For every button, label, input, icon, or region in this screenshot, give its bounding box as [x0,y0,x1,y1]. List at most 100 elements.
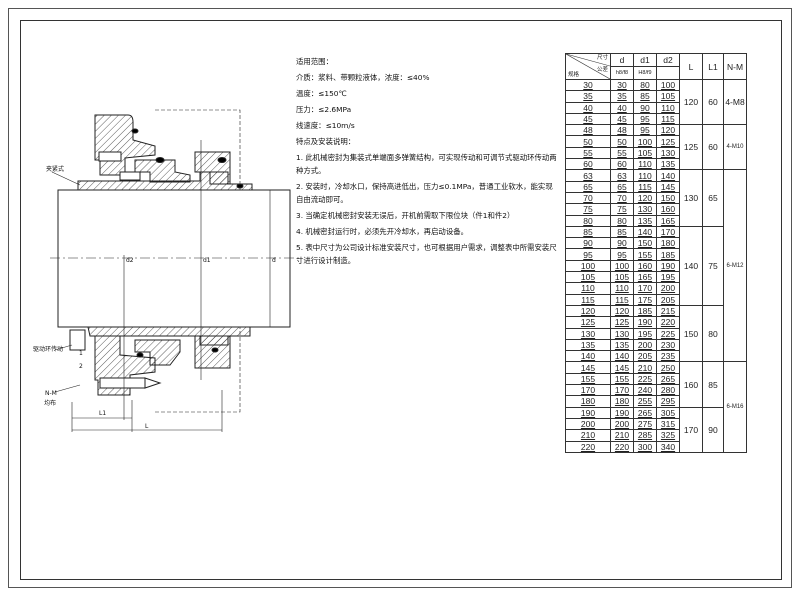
d2-dimension: d2 [126,257,134,264]
d2-cell: 115 [656,112,680,126]
d-cell: 100 [610,259,634,273]
d1-cell: 225 [633,372,657,386]
technical-notes: 适用范围： 介质：浆料、带颗粒液体，浓度：≤40% 温度：≤150℃ 压力：≤2… [296,55,558,270]
spec-cell: 48 [565,124,611,137]
d-cell: 140 [610,350,634,363]
spec-cell: 110 [565,282,611,295]
d2-cell: 120 [656,124,680,137]
d2-cell: 145 [656,180,680,193]
nm-cell: 6-M12 [723,169,747,363]
d-cell: 125 [610,316,634,329]
d1-cell: 240 [633,384,657,397]
L-cell: 125 [679,124,703,171]
d2-cell: 165 [656,214,680,227]
d2-cell: 250 [656,361,680,374]
spec-cell: 130 [565,327,611,340]
spec-cell: 135 [565,338,611,352]
d-cell: 55 [610,146,634,160]
spec-cell: 105 [565,271,611,284]
d-cell: 130 [610,327,634,340]
d1-cell: 170 [633,282,657,295]
d2-cell: 105 [656,90,680,103]
d-cell: 85 [610,225,634,239]
L-cell: 170 [679,406,703,453]
note-item: 1. 此机械密封为集装式单端面多弹簧结构，可实现传动和可调节式驱动环传动两种方式… [296,153,557,175]
header-d: d [610,53,634,67]
spec-cell: 180 [565,395,611,408]
d-cell: 48 [610,124,634,137]
L1-cell: 80 [702,304,724,363]
d1-cell: 160 [633,259,657,273]
L-cell: 130 [679,169,703,227]
L1-cell: 85 [702,361,724,408]
d1-cell: 165 [633,271,657,284]
tolerance-d1: H8/f9 [633,66,657,80]
corner-mid-label: 公差 [596,67,608,73]
d-cell: 63 [610,169,634,182]
d1-cell: 210 [633,361,657,374]
corner-top-label: 尺寸 [596,55,608,61]
d1-cell: 140 [633,225,657,239]
d2-cell: 220 [656,316,680,329]
d-cell: 105 [610,271,634,284]
d1-cell: 150 [633,237,657,250]
d1-cell: 105 [633,146,657,160]
d2-cell: 235 [656,350,680,363]
d1-cell: 155 [633,248,657,261]
l1-dimension: L1 [99,410,106,417]
part-2-label: 2 [79,363,83,370]
table-tolerance-row: h8/f8 H8/f9 [566,66,747,80]
d1-cell: 185 [633,304,657,318]
note-pressure: 压力：≤2.6MPa [296,105,352,114]
d1-cell: 110 [633,158,657,171]
corner-cell: 尺寸 公差 规格 [565,53,611,80]
d1-cell: 265 [633,406,657,419]
d1-cell: 285 [633,429,657,442]
spec-cell: 170 [565,384,611,397]
L-cell: 140 [679,225,703,306]
spec-cell: 30 [565,78,611,92]
d1-cell: 205 [633,350,657,363]
d2-cell: 340 [656,440,680,453]
spec-cell: 55 [565,146,611,160]
spec-cell: 145 [565,361,611,374]
L1-cell: 75 [702,225,724,306]
d-cell: 90 [610,237,634,250]
d2-cell: 200 [656,282,680,295]
L-cell: 150 [679,304,703,363]
d2-cell: 100 [656,78,680,92]
spec-cell: 95 [565,248,611,261]
note-item: 4. 机械密封运行时，必须先开冷却水，再启动设备。 [296,227,468,236]
uniform-label: 均布 [44,399,56,407]
nm-cell: 6-M16 [723,361,747,453]
header-NM: N-M [723,53,747,80]
upper-rotating-ring [134,159,191,183]
d-cell: 65 [610,180,634,193]
d-cell: 110 [610,282,634,295]
spec-cell: 40 [565,101,611,114]
features-title: 特点及安装说明： [296,137,356,146]
d2-cell: 160 [656,203,680,216]
nm-cell: 4-M8 [723,78,747,126]
d2-cell: 170 [656,225,680,239]
d-cell: 35 [610,90,634,103]
d-dimension: d [272,257,276,264]
header-L: L [679,53,703,80]
d2-cell: 190 [656,259,680,273]
d2-cell: 180 [656,237,680,250]
d1-cell: 175 [633,293,657,306]
tolerance-d: h8/f8 [610,66,634,80]
d-cell: 190 [610,406,634,419]
